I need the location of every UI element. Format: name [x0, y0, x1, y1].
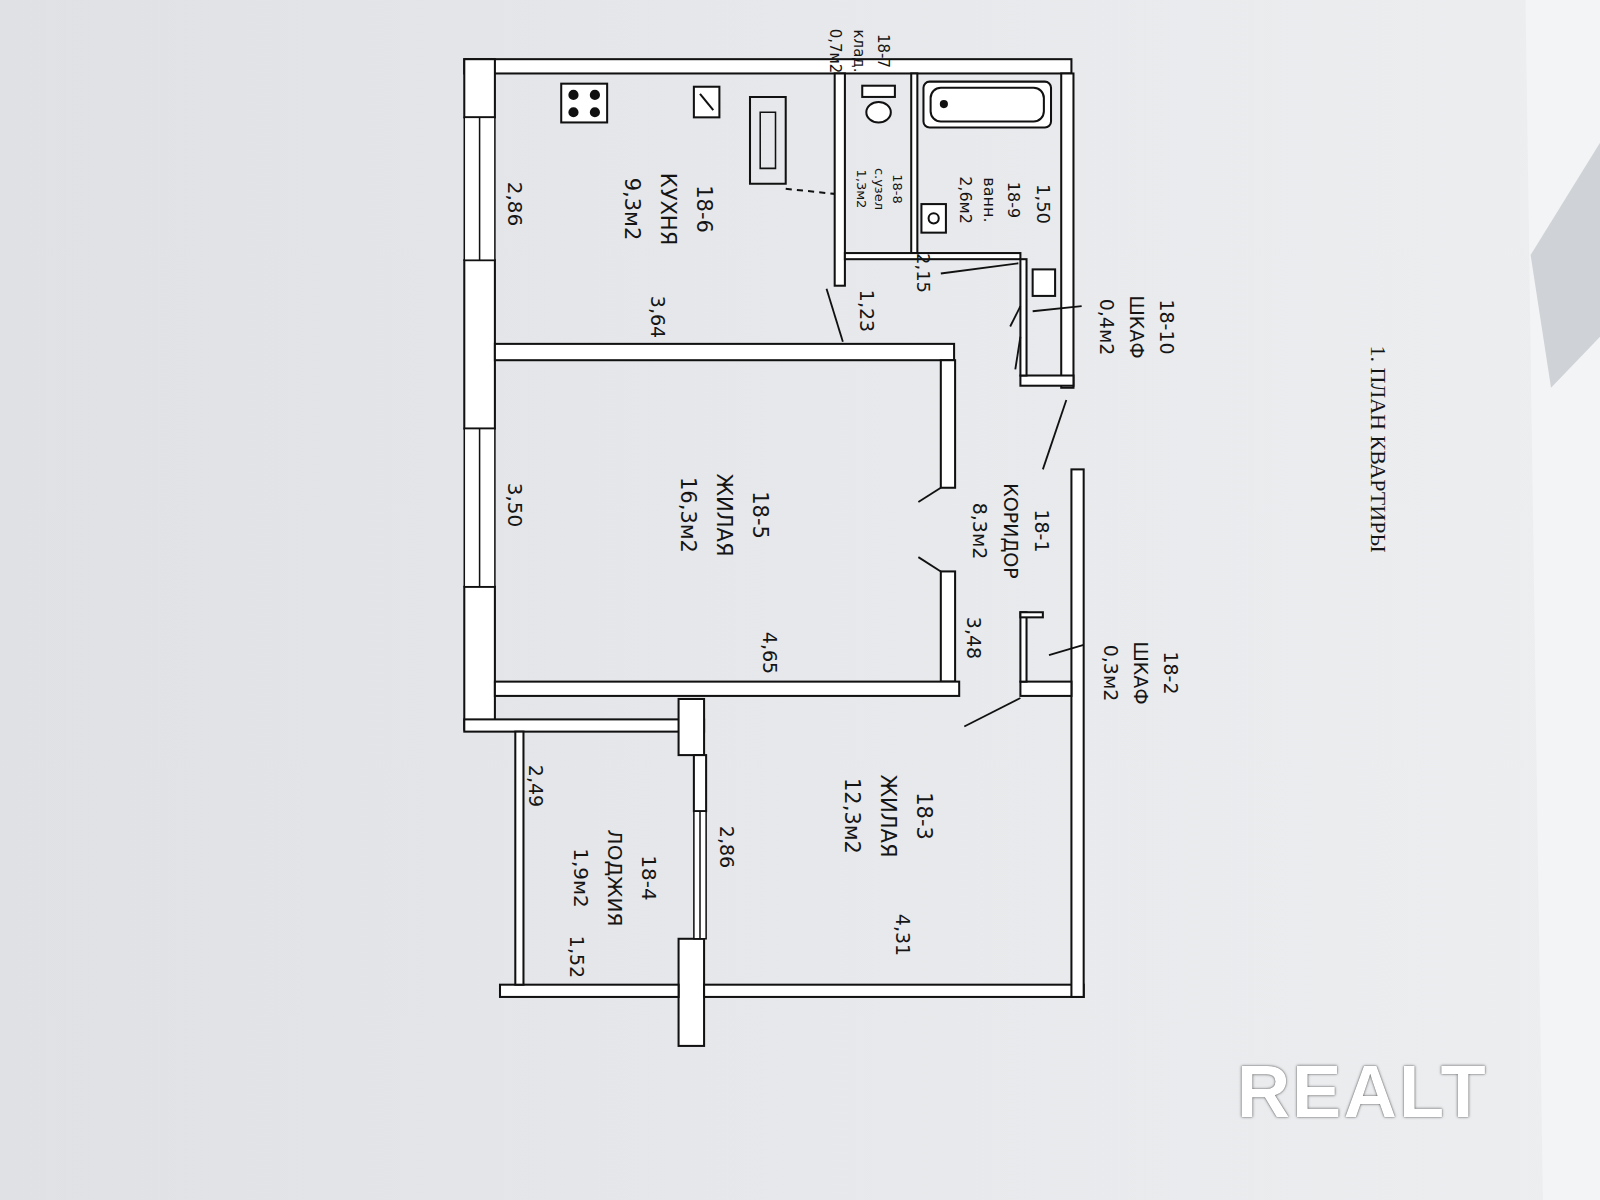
dimension-text: 4,31 — [893, 914, 914, 956]
second-sheet — [1526, 0, 1600, 1200]
room-text: 8,3м2 — [964, 483, 995, 578]
dimension-label: 1,23 — [853, 286, 882, 336]
dimension-text: 1,23 — [857, 290, 878, 332]
room-label: 18-6КУХНЯ9,3м2 — [610, 169, 726, 249]
dimension-label: 1,52 — [562, 932, 591, 982]
dimension-text: 1,52 — [566, 936, 587, 978]
room-text: 0,7м2 — [823, 29, 847, 74]
dimension-label: 4,65 — [756, 628, 785, 678]
room-text-group: 18-8с.узел1,3м2 — [852, 168, 906, 210]
watermark-text: REALT — [1237, 1051, 1488, 1132]
room-text: 18-2 — [1156, 642, 1186, 705]
room-text: 0,3м2 — [1096, 642, 1126, 705]
room-text: ШКАФ — [1126, 642, 1156, 705]
dimension-text: 2,15 — [914, 253, 934, 293]
room-text-group: 18-3ЖИЛАЯ12,3м2 — [834, 775, 942, 858]
room-text-group: 18-7клад.0,7м2 — [823, 29, 895, 74]
room-label: 18-9ванн.2,6м2 — [949, 172, 1029, 228]
room-text-group: 18-6КУХНЯ9,3м2 — [614, 173, 722, 245]
room-text: ЖИЛАЯ — [706, 474, 742, 557]
room-text: 1,3м2 — [852, 168, 870, 210]
room-text: 12,3м2 — [834, 775, 870, 858]
room-label: 18-2ШКАФ0,3м2 — [1092, 638, 1190, 709]
dimension-text: 2,49 — [525, 765, 546, 807]
room-text: 18-4 — [632, 829, 666, 926]
room-text-group: 18-5ЖИЛАЯ16,3м2 — [670, 474, 778, 557]
room-text-group: 18-10ШКАФ0,4м2 — [1092, 295, 1182, 358]
room-text: 1,9м2 — [564, 829, 598, 926]
room-label: 18-10ШКАФ0,4м2 — [1088, 291, 1186, 362]
walls — [464, 59, 1083, 1046]
room-label: 18-4ЛОДЖИЯ1,9м2 — [560, 825, 670, 930]
room-text: 18-5 — [742, 474, 778, 557]
room-text-group: 18-9ванн.2,6м2 — [953, 176, 1025, 224]
room-label: 18-7клад.0,7м2 — [819, 25, 899, 78]
room-label: 18-3ЖИЛАЯ12,3м2 — [830, 771, 946, 862]
room-text: 18-7 — [871, 29, 895, 74]
room-text: 18-10 — [1152, 295, 1182, 358]
watermark: REALT — [1233, 1047, 1492, 1136]
room-text: КОРИДОР — [995, 483, 1026, 578]
room-label: 18-8с.узел1,3м2 — [848, 164, 910, 214]
dimension-label: 4,31 — [889, 910, 918, 960]
title-text: 1. ПЛАН КВАРТИРЫ — [1364, 345, 1390, 552]
room-text: 16,3м2 — [670, 474, 706, 557]
room-label: 18-5ЖИЛАЯ16,3м2 — [666, 470, 782, 561]
room-text: ванн. — [977, 176, 1001, 224]
dimension-label: 2,49 — [521, 761, 550, 811]
dimension-text: 3,64 — [648, 296, 669, 338]
title: 1. ПЛАН КВАРТИРЫ — [1360, 341, 1394, 556]
room-text: 18-3 — [906, 775, 942, 858]
room-text: ЛОДЖИЯ — [598, 829, 632, 926]
room-text: 18-8 — [888, 168, 906, 210]
dimension-text: 1,50 — [1033, 184, 1053, 224]
dimension-text: 2,86 — [504, 182, 526, 227]
dimension-label: 2,15 — [910, 249, 938, 297]
room-text: КУХНЯ — [650, 173, 686, 245]
doors-and-leaders — [827, 263, 1084, 726]
room-text: с.узел — [870, 168, 888, 210]
room-text: клад. — [847, 29, 871, 74]
room-text: 9,3м2 — [614, 173, 650, 245]
room-text: 18-6 — [686, 173, 722, 245]
room-text: 2,6м2 — [953, 176, 977, 224]
sheet-fold — [1531, 143, 1600, 388]
dimension-text: 4,65 — [760, 632, 781, 674]
room-text: 0,4м2 — [1092, 295, 1122, 358]
dimension-label: 3,48 — [960, 613, 989, 663]
room-text-group: 18-4ЛОДЖИЯ1,9м2 — [564, 829, 666, 926]
fixtures — [561, 82, 1055, 296]
room-text: 18-1 — [1026, 483, 1057, 578]
dimension-label: 2,86 — [500, 178, 530, 231]
room-label: 18-1КОРИДОР8,3м2 — [960, 479, 1061, 582]
room-text: ШКАФ — [1122, 295, 1152, 358]
dimension-label: 2,86 — [712, 822, 741, 872]
dimension-text: 2,86 — [716, 826, 737, 868]
dimension-text: 3,50 — [504, 483, 526, 528]
room-text-group: 18-1КОРИДОР8,3м2 — [964, 483, 1057, 578]
windows — [464, 117, 706, 938]
room-text-group: 18-2ШКАФ0,3м2 — [1096, 642, 1186, 705]
dimension-label: 1,50 — [1029, 180, 1057, 228]
dimension-label: 3,50 — [500, 479, 530, 532]
dimension-label: 3,64 — [644, 292, 673, 342]
dimension-text: 3,48 — [964, 617, 985, 659]
room-text: ЖИЛАЯ — [870, 775, 906, 858]
room-text: 18-9 — [1001, 176, 1025, 224]
